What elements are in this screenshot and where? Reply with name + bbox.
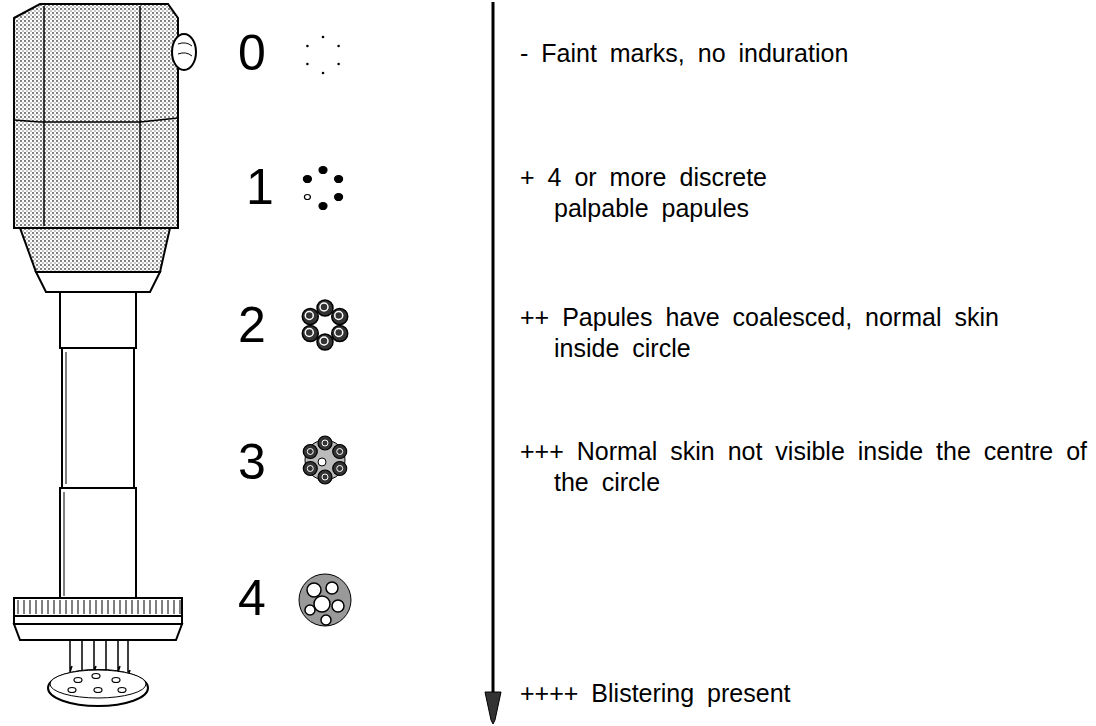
- grade-number: 2: [238, 300, 266, 350]
- grade-description: - Faint marks, no induration: [520, 38, 1090, 69]
- reaction-icons: [299, 36, 351, 626]
- grade-description: ++ Papules have coalesced, normal skin i…: [520, 302, 1040, 363]
- skin-prick-device: [14, 4, 196, 706]
- grade-number: 3: [238, 437, 266, 487]
- grade-number: 4: [238, 573, 266, 623]
- grade-description: +++ Normal skin not visible inside the c…: [520, 436, 1090, 497]
- grade-number: 1: [246, 162, 274, 212]
- grade-description: ++++ Blistering present: [520, 678, 1090, 709]
- scale-arrow: [485, 2, 501, 724]
- grade-number: 0: [238, 28, 266, 78]
- grade-description: + 4 or more discrete palpable papules: [520, 162, 830, 223]
